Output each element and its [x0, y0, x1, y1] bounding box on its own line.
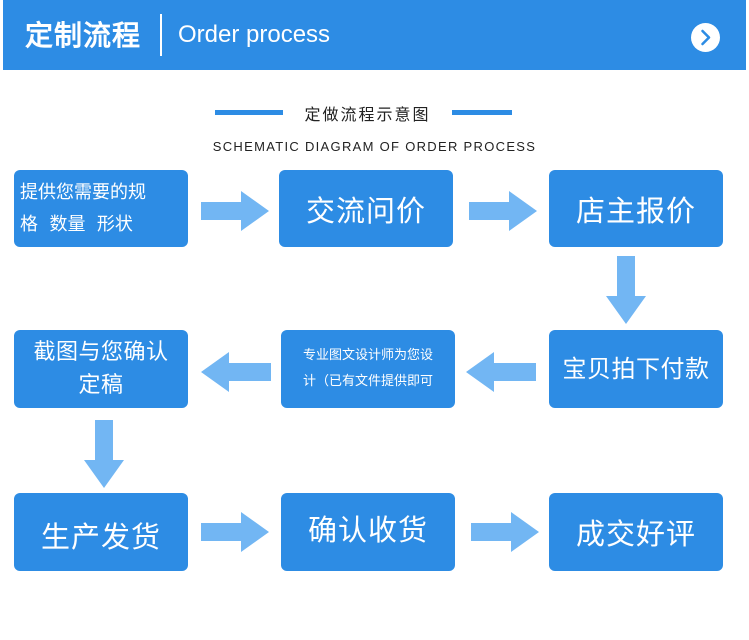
step-text-line: 交流问价 — [305, 193, 426, 228]
step-designer: 专业图文设计师为您设 计（已有文件提供即可 — [281, 330, 455, 408]
step-text-line: 截图与您确认 — [33, 340, 169, 365]
arrow-right-3 — [201, 512, 269, 552]
arrow-down-1 — [606, 256, 646, 324]
header-title-en: Order process — [178, 21, 331, 48]
chevron-right-icon — [701, 29, 711, 46]
arrow-right-4 — [471, 512, 539, 552]
step-confirm-draft: 截图与您确认 定稿 — [14, 330, 188, 408]
step-text-line: 提供您需要的规 — [20, 181, 146, 203]
header-title-cn: 定制流程 — [25, 19, 142, 52]
step-text-line: 确认收货 — [307, 513, 428, 547]
step-text-line: 格 数量 形状 — [20, 213, 133, 235]
subtitle-bar-left — [215, 110, 283, 115]
arrow-left-2 — [201, 352, 271, 392]
step-text-line: 店主报价 — [575, 193, 696, 228]
step-owner-quote: 店主报价 — [549, 170, 723, 247]
step-ship: 生产发货 — [14, 493, 188, 571]
header-divider — [160, 14, 162, 56]
arrow-right-1 — [201, 191, 269, 231]
subtitle-cn: 定做流程示意图 — [304, 105, 431, 124]
subtitle-en: SCHEMATIC DIAGRAM OF ORDER PROCESS — [212, 139, 537, 154]
step-text-line: 宝贝拍下付款 — [562, 354, 710, 383]
step-text-line: 生产发货 — [40, 520, 161, 554]
arrow-right-2 — [469, 191, 537, 231]
next-button[interactable] — [691, 23, 720, 52]
arrow-down-2 — [84, 420, 124, 488]
step-good-review: 成交好评 — [549, 493, 723, 571]
header-bar: 定制流程 Order process — [3, 0, 746, 70]
step-text-line: 定稿 — [78, 373, 124, 398]
step-discuss-price: 交流问价 — [279, 170, 453, 247]
step-text-line: 计（已有文件提供即可 — [302, 374, 433, 389]
step-provide-specs: 提供您需要的规 格 数量 形状 — [14, 170, 188, 247]
step-text-line: 专业图文设计师为您设 — [302, 348, 433, 363]
arrow-left-1 — [466, 352, 536, 392]
step-confirm-receipt: 确认收货 — [281, 493, 455, 571]
step-text-line: 成交好评 — [575, 517, 696, 551]
subtitle-bar-right — [452, 110, 512, 115]
step-place-order-pay: 宝贝拍下付款 — [549, 330, 723, 408]
